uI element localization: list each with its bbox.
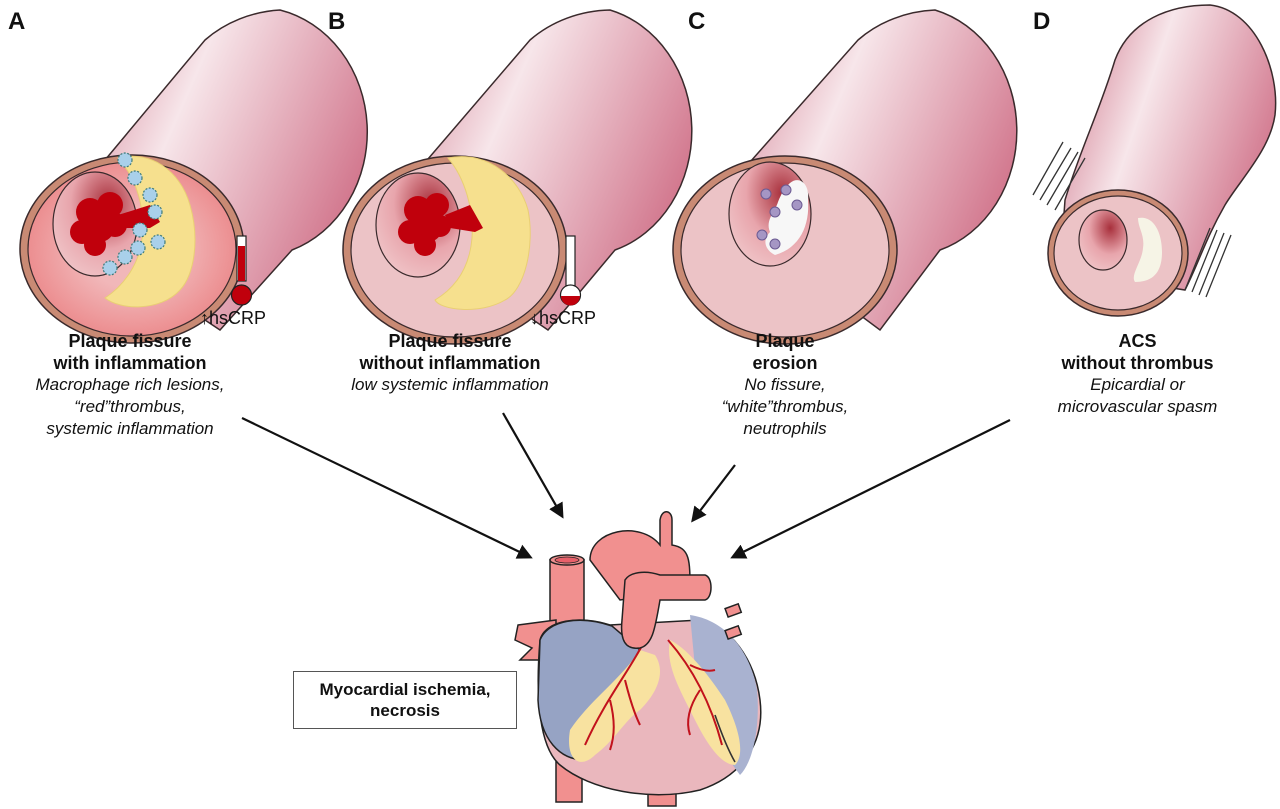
arrows (241, 412, 1011, 559)
caption-title-line1: Plaque (755, 331, 815, 351)
white-thrombus (765, 180, 809, 255)
heart-illustration (514, 511, 762, 807)
panel-b-vessel (342, 9, 693, 345)
panel-a-vessel (19, 9, 368, 344)
red-thrombus (398, 193, 483, 256)
panel-b-thermometer-icon (559, 235, 582, 306)
panel-a-thermometer-icon (230, 235, 253, 306)
panel-b-label: B (328, 8, 346, 35)
arrow-c-to-heart (691, 464, 736, 523)
arrow-d-to-heart (730, 419, 1011, 559)
macrophages (102, 152, 166, 276)
caption-title-line1: ACS (1118, 331, 1157, 351)
arrow-b-to-heart (502, 412, 564, 519)
outcome-box: Myocardial ischemia, necrosis (293, 671, 517, 729)
caption-title-line1: Plaque fissure (388, 331, 512, 351)
spasm-lines (1032, 141, 1232, 298)
caption-title-line1: Plaque fissure (68, 331, 192, 351)
panel-b-caption: Plaque fissure without inflammation low … (320, 330, 580, 396)
panel-d-label: D (1033, 8, 1051, 35)
caption-title-line2: with inflammation (53, 353, 207, 373)
outcome-line2: necrosis (370, 701, 440, 720)
panel-a-caption: Plaque fissure with inflammation Macroph… (0, 330, 260, 440)
caption-desc-line: neutrophils (743, 419, 827, 438)
caption-desc-line: Macrophage rich lesions, (35, 375, 225, 394)
panel-a-label: A (8, 8, 26, 35)
caption-desc-line: “red”thrombus, (74, 397, 186, 416)
panel-c-label: C (688, 8, 706, 35)
crp-label: hsCRP (209, 308, 267, 328)
red-thrombus (70, 192, 160, 256)
caption-desc-line: No fissure, (744, 375, 826, 394)
caption-title-line2: erosion (752, 353, 818, 373)
caption-title-line2: without inflammation (359, 353, 541, 373)
caption-desc-line: microvascular spasm (1057, 397, 1218, 416)
neutrophils (756, 184, 803, 250)
outcome-line1: Myocardial ischemia, (319, 680, 491, 699)
arrow-a-to-heart (241, 417, 533, 559)
caption-desc-line: low systemic inflammation (351, 375, 549, 394)
arrow-down-icon: ↓ (530, 308, 539, 328)
panel-d-vessel (1032, 4, 1277, 317)
caption-desc-line: Epicardial or (1090, 375, 1185, 394)
panel-d-caption: ACS without thrombus Epicardial or micro… (1010, 330, 1265, 418)
arrow-up-icon: ↑ (200, 308, 209, 328)
caption-title-line2: without thrombus (1061, 353, 1214, 373)
panel-c-caption: Plaque erosion No fissure, “white”thromb… (665, 330, 905, 440)
panel-c-vessel (672, 9, 1018, 345)
caption-desc-line: “white”thrombus, (721, 397, 849, 416)
caption-desc-line: systemic inflammation (46, 419, 214, 438)
panel-a-crp: ↑hsCRP (200, 308, 266, 329)
crp-label: hsCRP (539, 308, 597, 328)
panel-b-crp: ↓hsCRP (530, 308, 596, 329)
